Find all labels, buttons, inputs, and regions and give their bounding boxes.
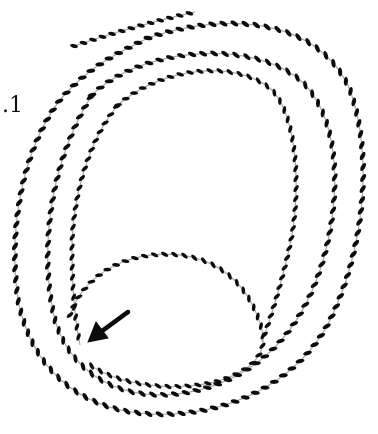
outer-rope-strand (36, 348, 40, 357)
figure-label: .1 (2, 93, 23, 118)
